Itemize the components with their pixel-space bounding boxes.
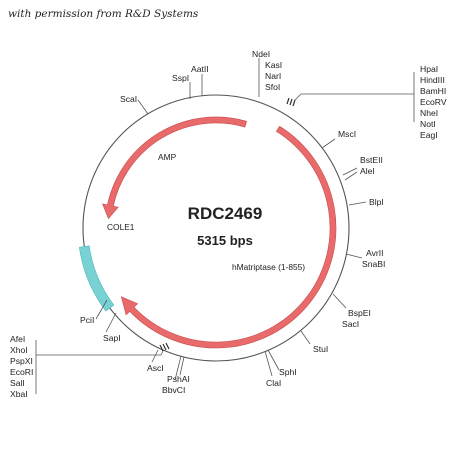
site-blpi: BlpI <box>369 197 384 207</box>
site-aatii: AatII <box>191 64 209 74</box>
site-saci: SacI <box>342 319 359 329</box>
site-pcii: PciI <box>80 315 94 325</box>
site-scai: ScaI <box>120 94 137 104</box>
cole1-label: COLE1 <box>107 222 135 232</box>
site-asci: AscI <box>147 363 164 373</box>
site-ndei: NdeI <box>252 49 270 59</box>
amp-feature <box>102 116 247 220</box>
site-pshai: PshAI <box>167 374 190 384</box>
mcs-right-ecorv: EcoRV <box>420 97 447 107</box>
site-bsteii: BstEII <box>360 155 383 165</box>
mcs-left-ecori: EcoRI <box>10 367 33 377</box>
mcs-right-hpai: HpaI <box>420 64 438 74</box>
hmatriptase-label: hMatriptase (1-855) <box>232 262 305 272</box>
plasmid-backbone <box>82 94 350 362</box>
amp-label: AMP <box>158 152 177 162</box>
hmatriptase-feature <box>120 125 337 349</box>
mcs-right-noti: NotI <box>420 119 436 129</box>
mcs-left-afei: AfeI <box>10 334 25 344</box>
plasmid-size: 5315 bps <box>197 233 253 248</box>
mcs-marker-right <box>286 97 296 107</box>
mcs-left-xhoi: XhoI <box>10 345 28 355</box>
site-nari: NarI <box>265 71 281 81</box>
site-clai: ClaI <box>266 378 281 388</box>
site-bbvci: BbvCI <box>162 385 185 395</box>
mcs-right-eagi: EagI <box>420 130 438 140</box>
plasmid-name: RDC2469 <box>188 204 263 223</box>
site-sphi: SphI <box>279 367 297 377</box>
site-bspei: BspEI <box>348 308 371 318</box>
mcs-right-bamhi: BamHI <box>420 86 446 96</box>
mcs-left-pspxi: PspXI <box>10 356 33 366</box>
site-alei: AleI <box>360 166 375 176</box>
site-kasi: KasI <box>265 60 282 70</box>
site-sfoi: SfoI <box>265 82 280 92</box>
site-avrii: AvrII <box>366 248 384 258</box>
mcs-marker-left <box>159 342 170 352</box>
mcs-right-nhei: NheI <box>420 108 438 118</box>
mcs-left-sali: SalI <box>10 378 25 388</box>
site-msci: MscI <box>338 129 356 139</box>
site-ticks <box>35 58 415 394</box>
credit-text: with permission from R&D Systems <box>8 8 199 20</box>
cole1-feature <box>79 245 115 312</box>
mcs-right-hindiii: HindIII <box>420 75 445 85</box>
site-stui: StuI <box>313 344 328 354</box>
site-sspi: SspI <box>172 73 189 83</box>
site-snabi: SnaBI <box>362 259 385 269</box>
mcs-left-xbai: XbaI <box>10 389 28 399</box>
site-sapi: SapI <box>103 333 121 343</box>
